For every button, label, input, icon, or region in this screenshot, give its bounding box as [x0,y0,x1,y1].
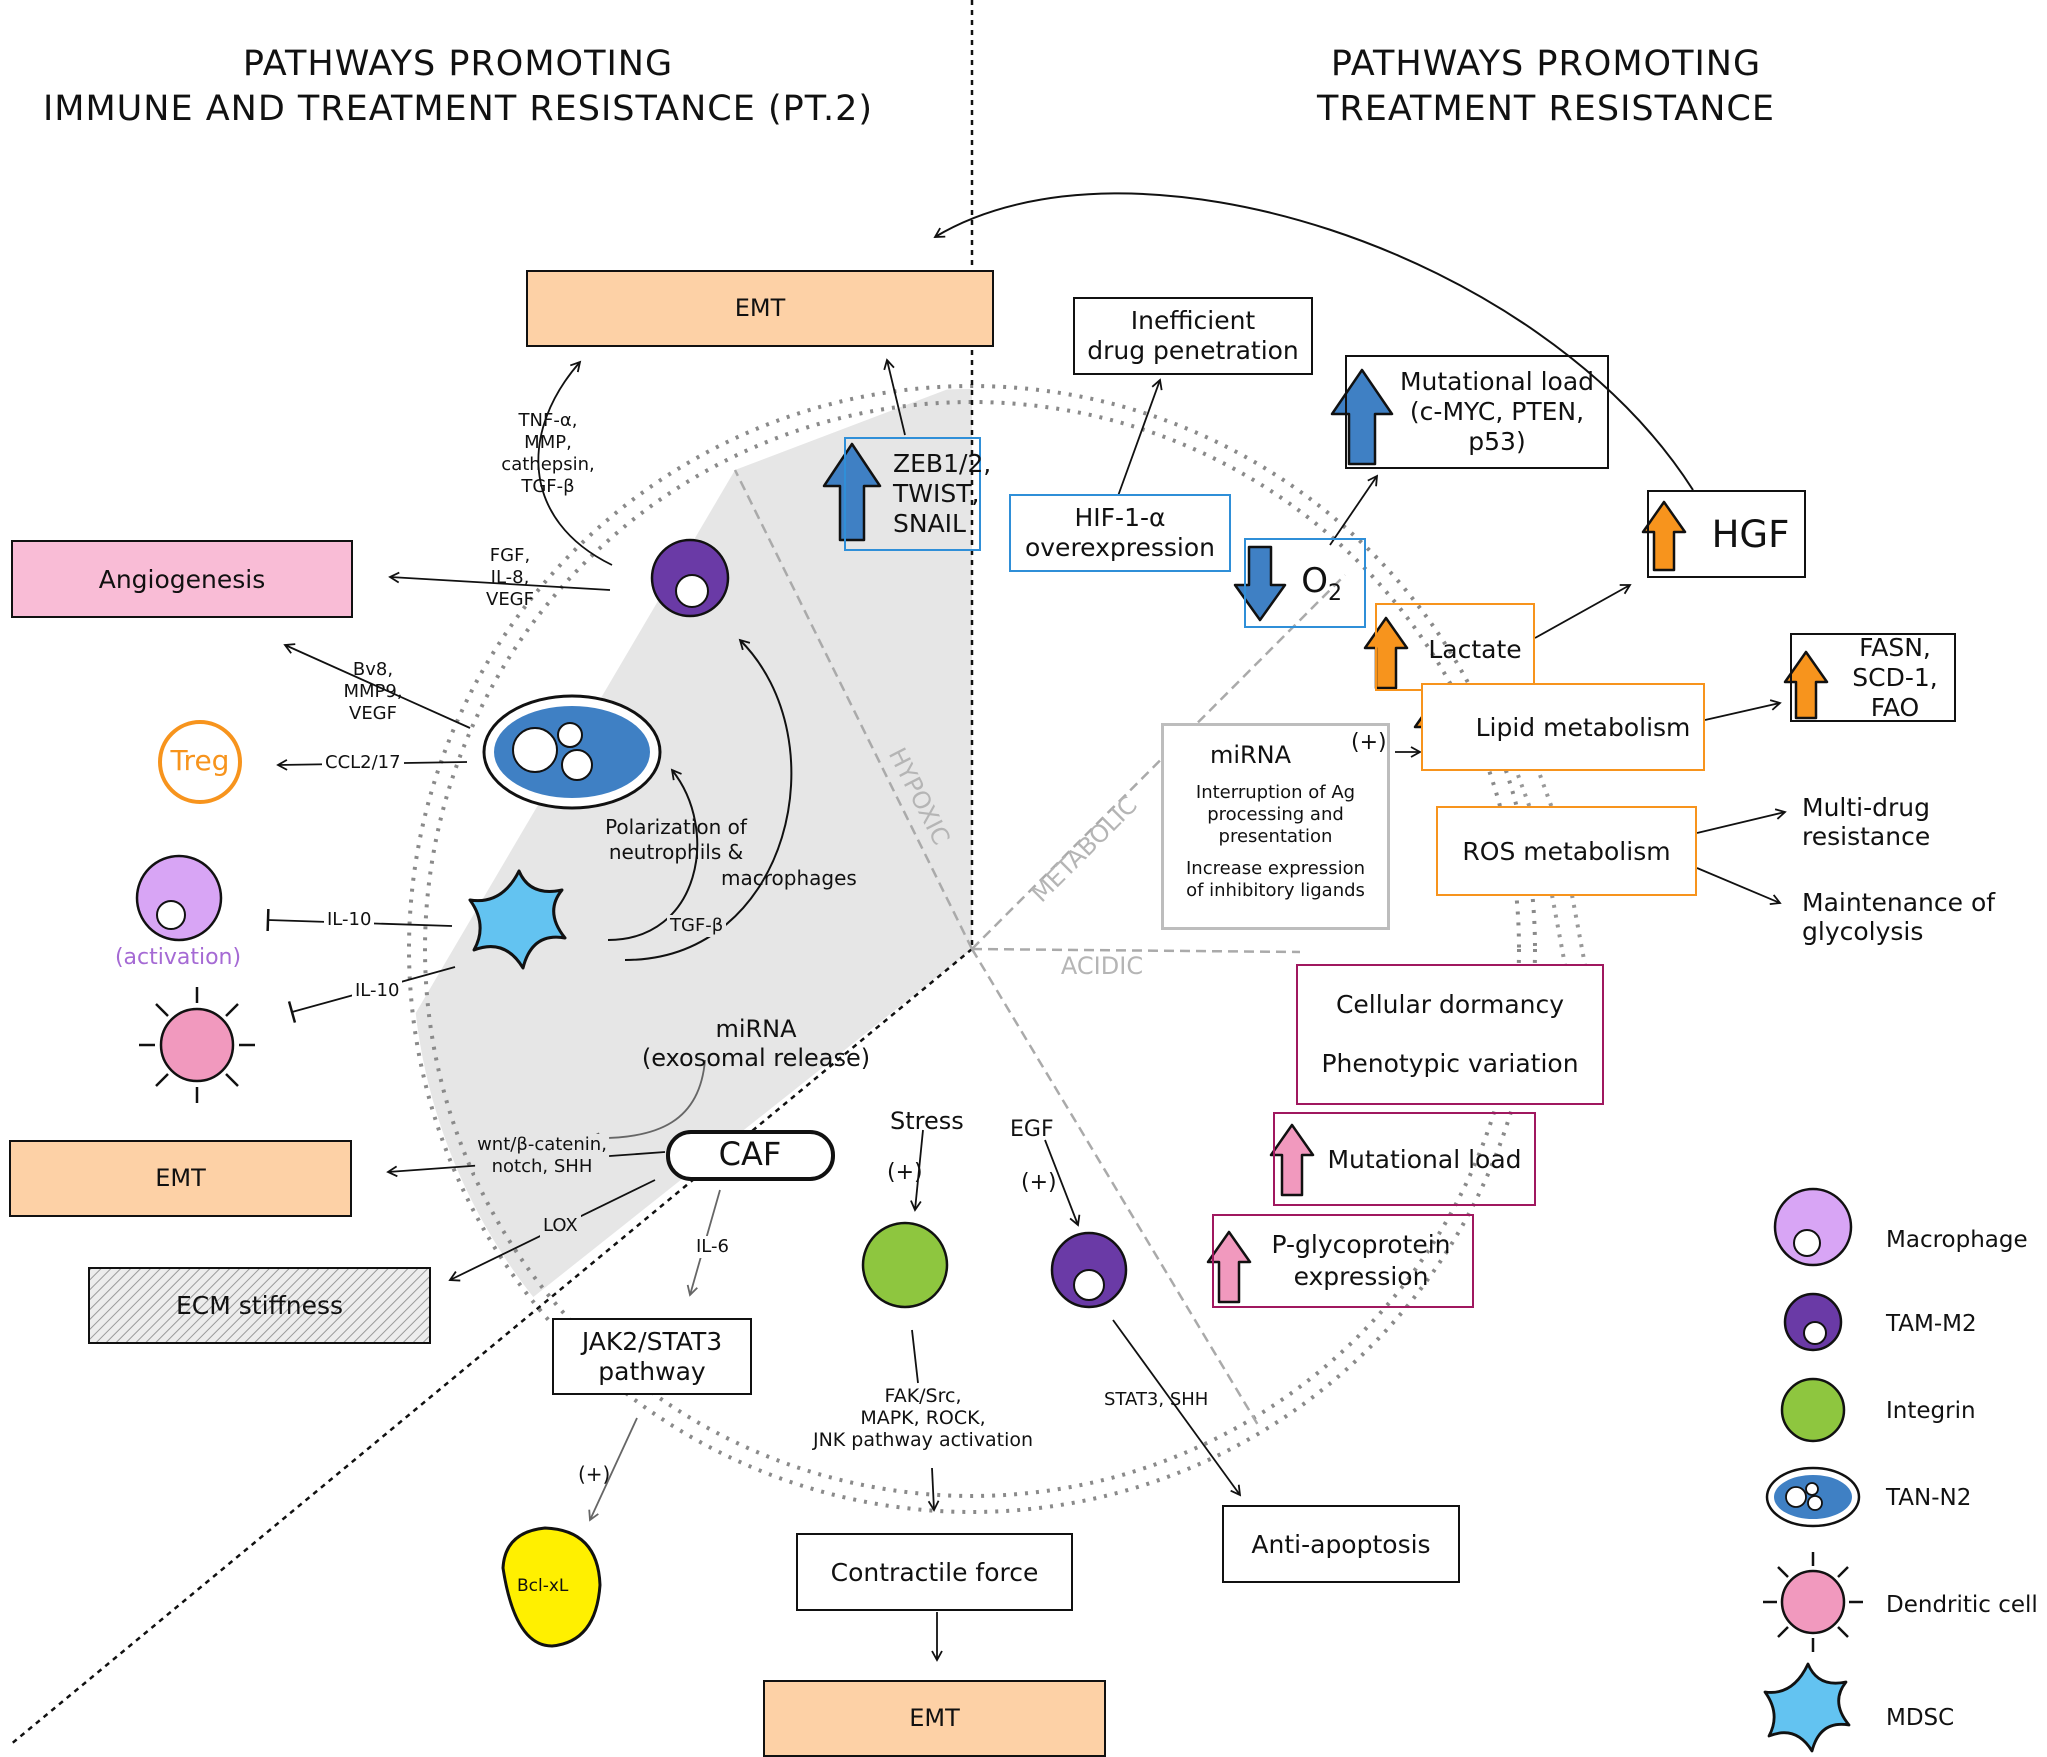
tan-n2-cell [482,694,662,810]
legend-item-mdsc: MDSC [1886,1705,1955,1731]
up-arrow-icon [1330,368,1394,466]
up-arrow-icon [822,442,882,542]
bcl-xl-label: Bcl-xL [517,1576,569,1596]
mutational-load-bottom-box: Mutational load [1273,1112,1536,1206]
macrophages-label: macrophages [721,866,857,890]
lactate-box: Lactate [1375,603,1535,691]
tam-m2-cell-bottom [1050,1231,1128,1309]
legend-macrophage-icon [1773,1187,1853,1267]
legend-item-dendritic-cell: Dendritic cell [1886,1592,2038,1618]
fak-src-label: FAK/Src,MAPK, ROCK,JNK pathway activatio… [812,1385,1034,1451]
bcl-xl-shape [501,1526,602,1648]
fgf-il8-label: FGF,IL-8,VEGF [486,545,534,610]
stat3-shh-label: STAT3, SHH [1104,1389,1209,1410]
metabolic-divider [971,574,1346,950]
legend-tan-n2-icon [1765,1466,1861,1528]
left-title: PATHWAYS PROMOTING IMMUNE AND TREATMENT … [42,44,874,129]
legend-tam-m2-icon [1783,1292,1843,1352]
legend-item-integrin: Integrin [1886,1398,1976,1424]
emt-box-left: EMT [9,1140,352,1217]
zone-label-acidic: ACIDIC [1061,952,1143,980]
acidic-divider [971,947,1301,954]
right-title: PATHWAYS PROMOTING TREATMENT RESISTANCE [1317,44,1775,129]
angiogenesis-box: Angiogenesis [11,540,353,618]
macrophage-cell [135,854,223,942]
legend-item-tan-n2: TAN-N2 [1886,1485,1972,1511]
legend-item-macrophage: Macrophage [1886,1227,2028,1253]
tumor-outer-ring [407,384,1537,1514]
tumor-inner-ring [423,400,1521,1498]
zeb-twist-snail-box: ZEB1/2,TWIST,SNAIL [844,437,991,551]
caf-label: CAF [718,1135,782,1173]
mutational-load-top-box: Mutational load(c-MYC, PTEN,p53) [1345,355,1609,469]
hgf-box: HGF [1647,490,1806,578]
ecm-stiffness-box: ECM stiffness [88,1267,431,1344]
ccl2-17-label: CCL2/17 [322,752,404,774]
up-arrow-icon [1641,500,1687,572]
legend-item-tam-m2: TAM-M2 [1886,1311,1977,1337]
emt-box-top: EMT [526,270,994,347]
up-arrow-icon [1783,650,1829,720]
legend-integrin-icon [1780,1377,1846,1443]
caf-pill [666,1130,835,1181]
tam-m2-cell-top [650,538,730,618]
hypoxic-divider [733,469,974,950]
up-arrow-icon [1269,1123,1315,1197]
wnt-notch-label: wnt/β-catenin,notch, SHH [475,1134,609,1178]
mdsc-cell [468,869,567,970]
fasn-scd1-fao-box: FASN, SCD-1,FAO [1790,633,1956,722]
hypoxic-region [412,389,972,1509]
il10-label-b: IL-10 [352,980,403,1002]
contractile-force-box: Contractile force [796,1533,1073,1611]
il6-label: IL-6 [693,1236,732,1258]
up-arrow-icon [1206,1230,1252,1304]
anti-apoptosis-box: Anti-apoptosis [1222,1505,1460,1583]
tgf-beta-label: TGF-β [667,915,727,937]
lox-label: LOX [540,1215,581,1237]
treg-cell [158,720,242,804]
il10-label-a: IL-10 [324,909,375,931]
tnf-mmp-label: TNF-α,MMP,cathepsin,TGF-β [501,410,595,497]
legend-mdsc-icon [1763,1662,1851,1753]
o2-box: O2 [1244,538,1366,628]
legend-dendritic-cell-icon [1763,1552,1863,1652]
lower-divider [970,948,1260,1426]
dendritic-cell [139,987,255,1103]
bv8-mmp9-label: Bv8,MMP9,VEGF [343,659,403,724]
stress-label: Stress [890,1107,964,1135]
diagonal-divider [9,948,973,1746]
plus-bcl-label: (+) [578,1462,611,1486]
ros-metabolism-box: ROS metabolism [1436,806,1697,896]
mirna-exosomal-label: miRNA(exosomal release) [641,1015,871,1072]
plus-egf-label: (+) [1021,1170,1057,1195]
zone-label-metabolic: METABOLIC [1026,791,1143,908]
plus-stress-label: (+) [887,1160,923,1185]
treg-label: Treg [170,744,230,777]
plus-mirna-label: (+) [1351,730,1387,755]
mirna-info-box: miRNA Interruption of Ag processing and … [1161,723,1390,930]
emt-box-bottom: EMT [763,1680,1106,1757]
egf-label: EGF [1010,1117,1054,1142]
activation-label: (activation) [114,945,242,970]
down-arrow-icon [1233,545,1287,622]
lipid-metabolism-box: Lipid metabolism [1421,683,1705,771]
integrin-cell [861,1221,949,1309]
